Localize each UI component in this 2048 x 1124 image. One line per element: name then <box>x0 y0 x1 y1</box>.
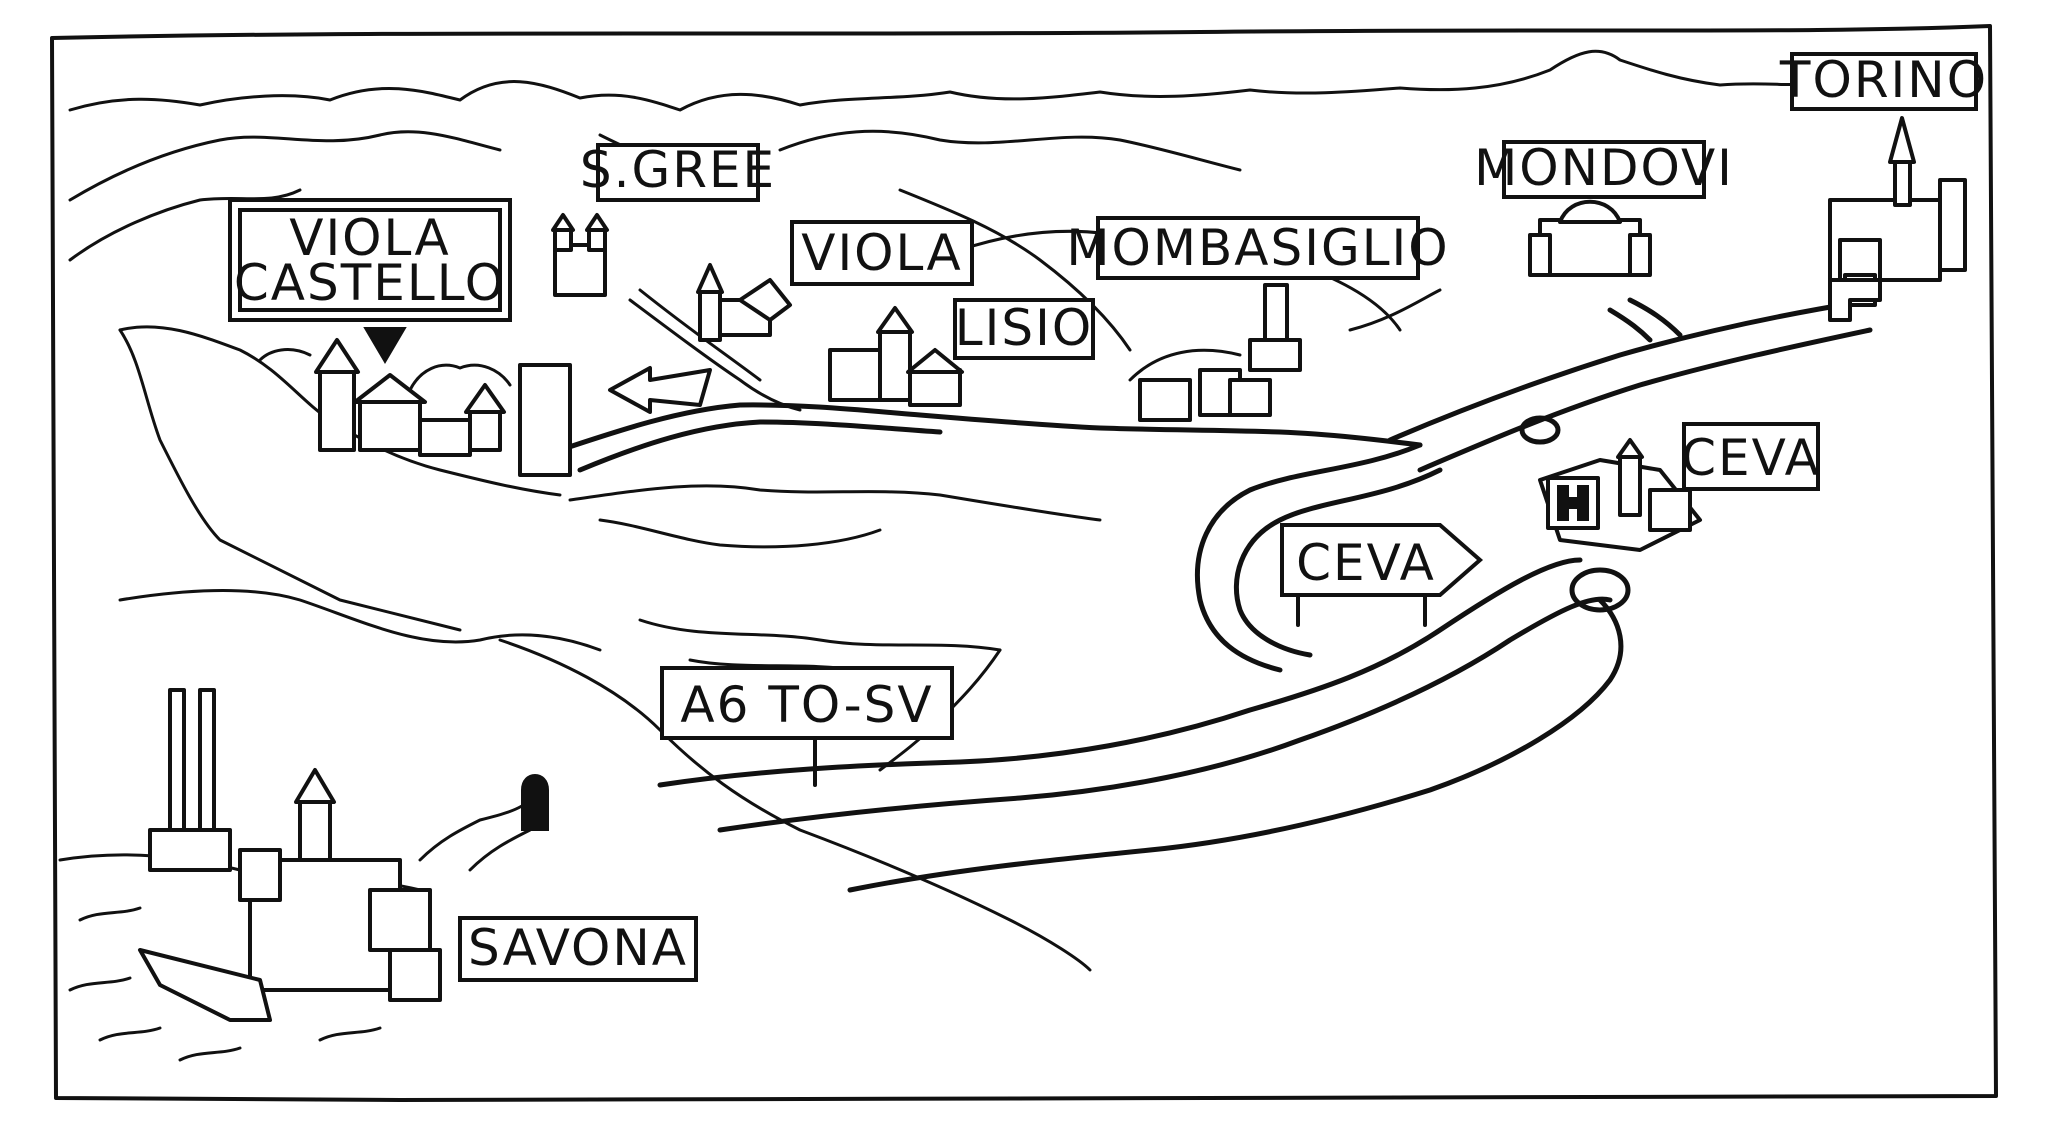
label-viola: VIOLA <box>790 220 974 286</box>
road-torino-to-ceva <box>1387 299 1863 443</box>
roads <box>557 288 1873 893</box>
lisio-village <box>828 306 964 407</box>
svg-text:MOMBASIGLIO: MOMBASIGLIO <box>1066 219 1449 277</box>
mondovi-cathedral <box>1528 183 1652 277</box>
svg-text:CEVA: CEVA <box>1296 534 1436 592</box>
road-viola-to-ceva <box>557 402 1423 453</box>
valley-hills <box>58 325 1102 972</box>
mombasiglio-village <box>1128 283 1302 422</box>
road-ceva-loop <box>1194 442 1423 673</box>
viola-castello-village <box>258 338 572 477</box>
label-ceva-town: CEVA <box>1681 422 1821 491</box>
label-lisio: LISIO <box>953 298 1095 360</box>
svg-text:LISIO: LISIO <box>955 299 1093 357</box>
s-gree-church <box>551 213 609 297</box>
viola-village <box>696 263 792 342</box>
down-arrow-icon <box>363 327 407 364</box>
svg-text:S.GREE: S.GREE <box>580 141 776 199</box>
savona-town <box>138 688 532 1022</box>
label-mombasiglio: MOMBASIGLIO <box>1066 216 1449 280</box>
tunnel-entrance-icon <box>521 774 549 831</box>
svg-text:MONDOVI: MONDOVI <box>1474 139 1734 197</box>
label-viola-castello: VIOLA CASTELLO <box>228 198 512 322</box>
label-ceva-sign: CEVA <box>1280 523 1484 627</box>
torino-skyline <box>1828 116 1967 322</box>
label-a6-motorway: A6 TO-SV <box>660 666 954 787</box>
label-torino: TORINO <box>1779 51 1988 111</box>
svg-text:SAVONA: SAVONA <box>468 919 688 977</box>
road-a6 <box>657 557 1583 788</box>
hotel-h-icon <box>1546 476 1600 530</box>
label-viola-castello-line1: VIOLA <box>289 209 451 267</box>
svg-text:A6 TO-SV: A6 TO-SV <box>680 676 933 734</box>
svg-text:VIOLA: VIOLA <box>801 224 963 282</box>
sea-waves <box>68 906 382 1062</box>
svg-text:TORINO: TORINO <box>1779 51 1988 109</box>
svg-text:CEVA: CEVA <box>1681 429 1821 487</box>
label-savona: SAVONA <box>458 916 698 982</box>
label-viola-castello-line2: CASTELLO <box>234 254 506 312</box>
left-arrow-icon <box>608 366 712 414</box>
label-mondovi: MONDOVI <box>1474 139 1734 199</box>
label-s-gree: S.GREE <box>580 141 776 202</box>
map-frame <box>50 24 1998 1102</box>
